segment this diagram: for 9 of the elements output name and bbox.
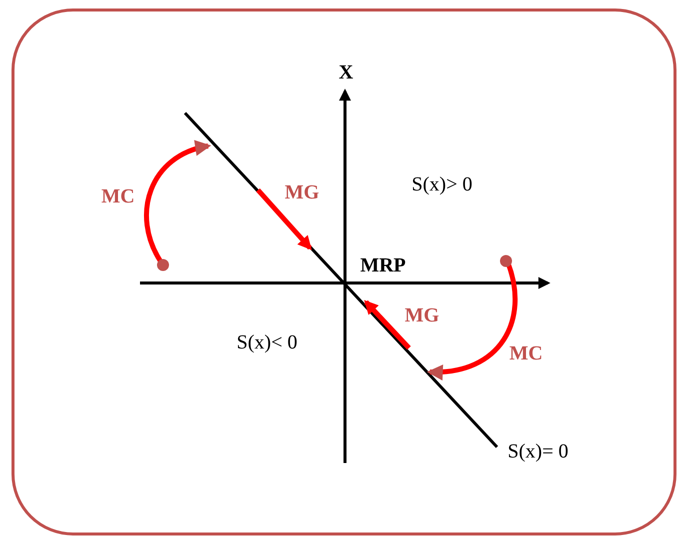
curve-label: MC bbox=[101, 186, 135, 208]
line-label: S(x)= 0 bbox=[508, 440, 568, 464]
arrow-label: MG bbox=[404, 304, 440, 328]
curve-label: MC bbox=[509, 342, 543, 366]
point-label: MRP bbox=[360, 254, 406, 278]
axis-label: X bbox=[338, 62, 354, 84]
arrow-label: MG bbox=[284, 182, 320, 204]
region-label: S(x)< 0 bbox=[236, 332, 298, 354]
region-label: S(x)> 0 bbox=[412, 174, 472, 196]
